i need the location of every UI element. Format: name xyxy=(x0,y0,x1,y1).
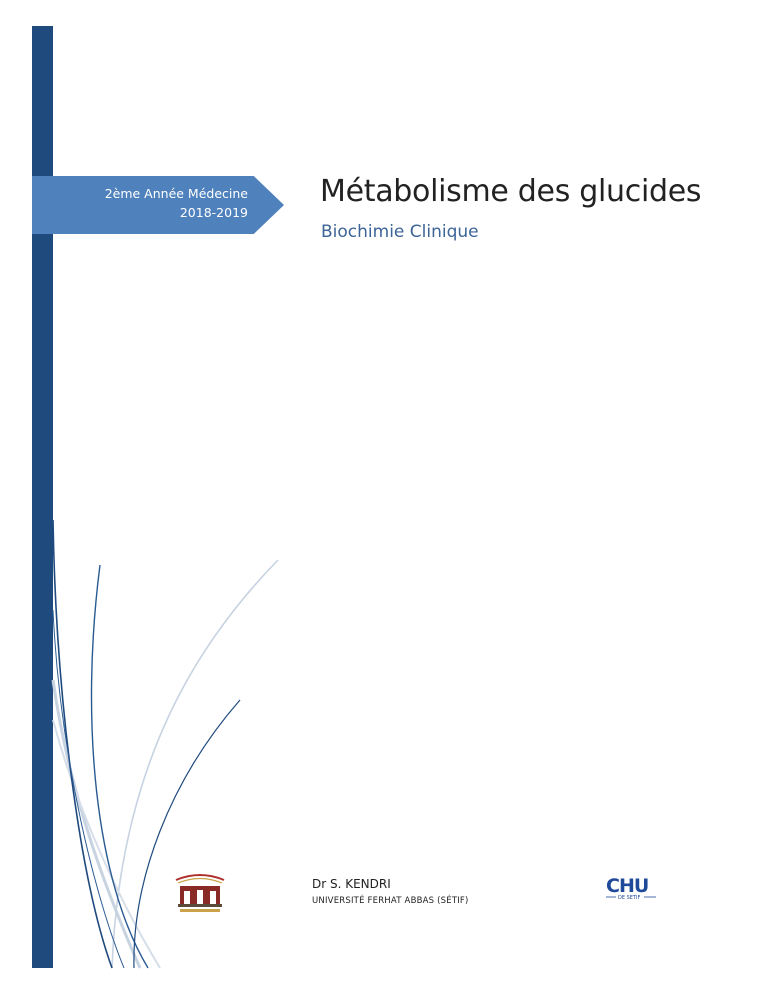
curve-dark-1 xyxy=(52,519,113,969)
year-ribbon: 2ème Année Médecine 2018-2019 xyxy=(32,176,284,234)
university-logo xyxy=(175,874,225,912)
ribbon-level: 2ème Année Médecine xyxy=(104,186,248,201)
curve-light-1 xyxy=(111,559,279,969)
document-title: Métabolisme des glucides xyxy=(320,174,702,209)
author-name: Dr S. KENDRI xyxy=(312,877,391,891)
chu-logo-text: CHU xyxy=(606,875,648,897)
curve-dark-3 xyxy=(133,699,241,969)
curve-dark-4 xyxy=(52,609,125,969)
chu-logo-subtext: DE SETIF xyxy=(618,895,640,901)
curve-dark-2 xyxy=(90,564,149,969)
author-institution: UNIVERSITÉ FERHAT ABBAS (SÉTIF) xyxy=(312,896,469,906)
ribbon-year: 2018-2019 xyxy=(179,205,248,220)
curve-light-2 xyxy=(51,679,142,969)
ribbon-text: 2ème Année Médecine 2018-2019 xyxy=(105,184,248,222)
document-subtitle: Biochimie Clinique xyxy=(321,222,479,242)
side-accent-bar xyxy=(32,26,53,968)
curve-light-3 xyxy=(52,719,161,969)
chu-logo: CHU DE SETIF xyxy=(606,875,656,901)
